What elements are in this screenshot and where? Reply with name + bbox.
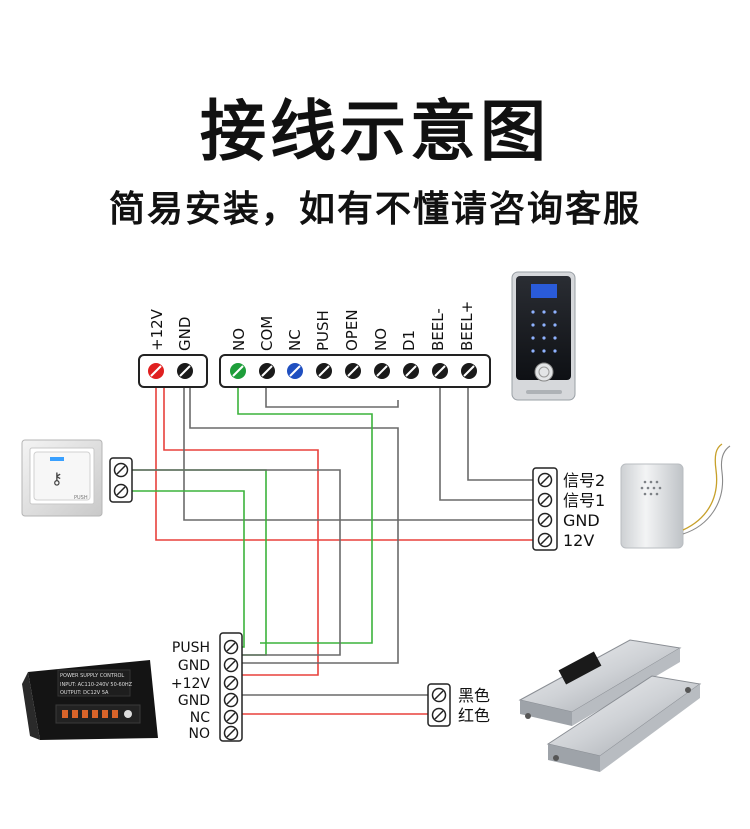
label-doorbell-gnd: GND (563, 511, 600, 530)
label-nc: NC (286, 329, 304, 351)
label-doorbell-12v: 12V (563, 531, 594, 550)
label-psu-no: NO (189, 726, 211, 742)
lock-terminal (427, 683, 451, 727)
wire-push-button-1 (130, 469, 267, 656)
main-terminal-block (219, 354, 491, 388)
page-title: 接线示意图 (200, 93, 550, 170)
lock-labels: 黑色 红色 (458, 686, 490, 725)
doorbell-terminal (532, 467, 558, 551)
doorbell-labels: 信号2 信号1 GND 12V (563, 471, 605, 550)
electric-bolt-lock (518, 639, 702, 772)
wire-push-button-2 (130, 490, 245, 648)
label-signal-1: 信号1 (563, 491, 605, 510)
push-button-text: PUSH (74, 495, 88, 501)
power-terminal-block (138, 354, 208, 388)
psu-terminal (219, 632, 243, 742)
wire-beel-plus (467, 388, 533, 481)
psu-text-3: OUTPUT: DC12V 5A (60, 690, 109, 696)
label-psu-gnd: GND (178, 658, 210, 674)
wires (130, 388, 533, 715)
label-no: NO (230, 328, 248, 351)
label-com: COM (258, 316, 276, 351)
label-lock-black: 黑色 (458, 686, 490, 705)
wire-12v (155, 388, 533, 541)
label-power-12v: +12V (148, 308, 166, 351)
power-supply-unit: POWER SUPPLY CONTROL INPUT: AC110-240V 5… (22, 660, 158, 740)
psu-labels: PUSH GND +12V GND NC NO (171, 640, 211, 742)
wire-gnd (183, 388, 533, 521)
label-open: OPEN (343, 309, 361, 351)
label-signal-2: 信号2 (563, 471, 605, 490)
psu-terminals-screws (62, 710, 118, 718)
label-psu-nc: NC (190, 710, 210, 726)
label-no-2: NO (372, 328, 390, 351)
label-beel-minus: BEEL- (429, 308, 447, 351)
fingerprint-sensor (534, 362, 554, 382)
label-psu-push: PUSH (172, 640, 210, 656)
wire-pushbtn-gray (130, 469, 341, 656)
page-subtitle: 简易安装，如有不懂请咨询客服 (108, 189, 641, 230)
wire-12v-to-psu (163, 388, 319, 676)
psu-text-1: POWER SUPPLY CONTROL (60, 673, 124, 679)
label-lock-red: 红色 (458, 706, 490, 725)
label-d1: D1 (400, 330, 418, 351)
label-psu-gnd-2: GND (178, 693, 210, 709)
label-power-gnd: GND (176, 317, 194, 351)
speaker-grille (640, 480, 662, 496)
push-button-terminal (109, 457, 133, 503)
wire-gnd-psu (189, 388, 399, 664)
label-push: PUSH (314, 310, 332, 351)
doorbell-siren (620, 443, 731, 549)
wire-no (237, 388, 373, 644)
keypad-device (511, 271, 576, 401)
wire-beel-minus (439, 388, 533, 501)
controller-labels: +12V GND NO COM NC PUSH OPEN NO D1 BEEL-… (148, 301, 476, 351)
psu-text-2: INPUT: AC110-240V 50-60HZ (60, 682, 133, 688)
label-beel-plus: BEEL+ (458, 301, 476, 351)
wire-com (265, 388, 399, 408)
exit-push-button: ⚷ PUSH (21, 439, 103, 517)
label-psu-12v: +12V (171, 676, 211, 692)
keypad-screen (531, 284, 557, 298)
key-icon: ⚷ (51, 469, 63, 488)
